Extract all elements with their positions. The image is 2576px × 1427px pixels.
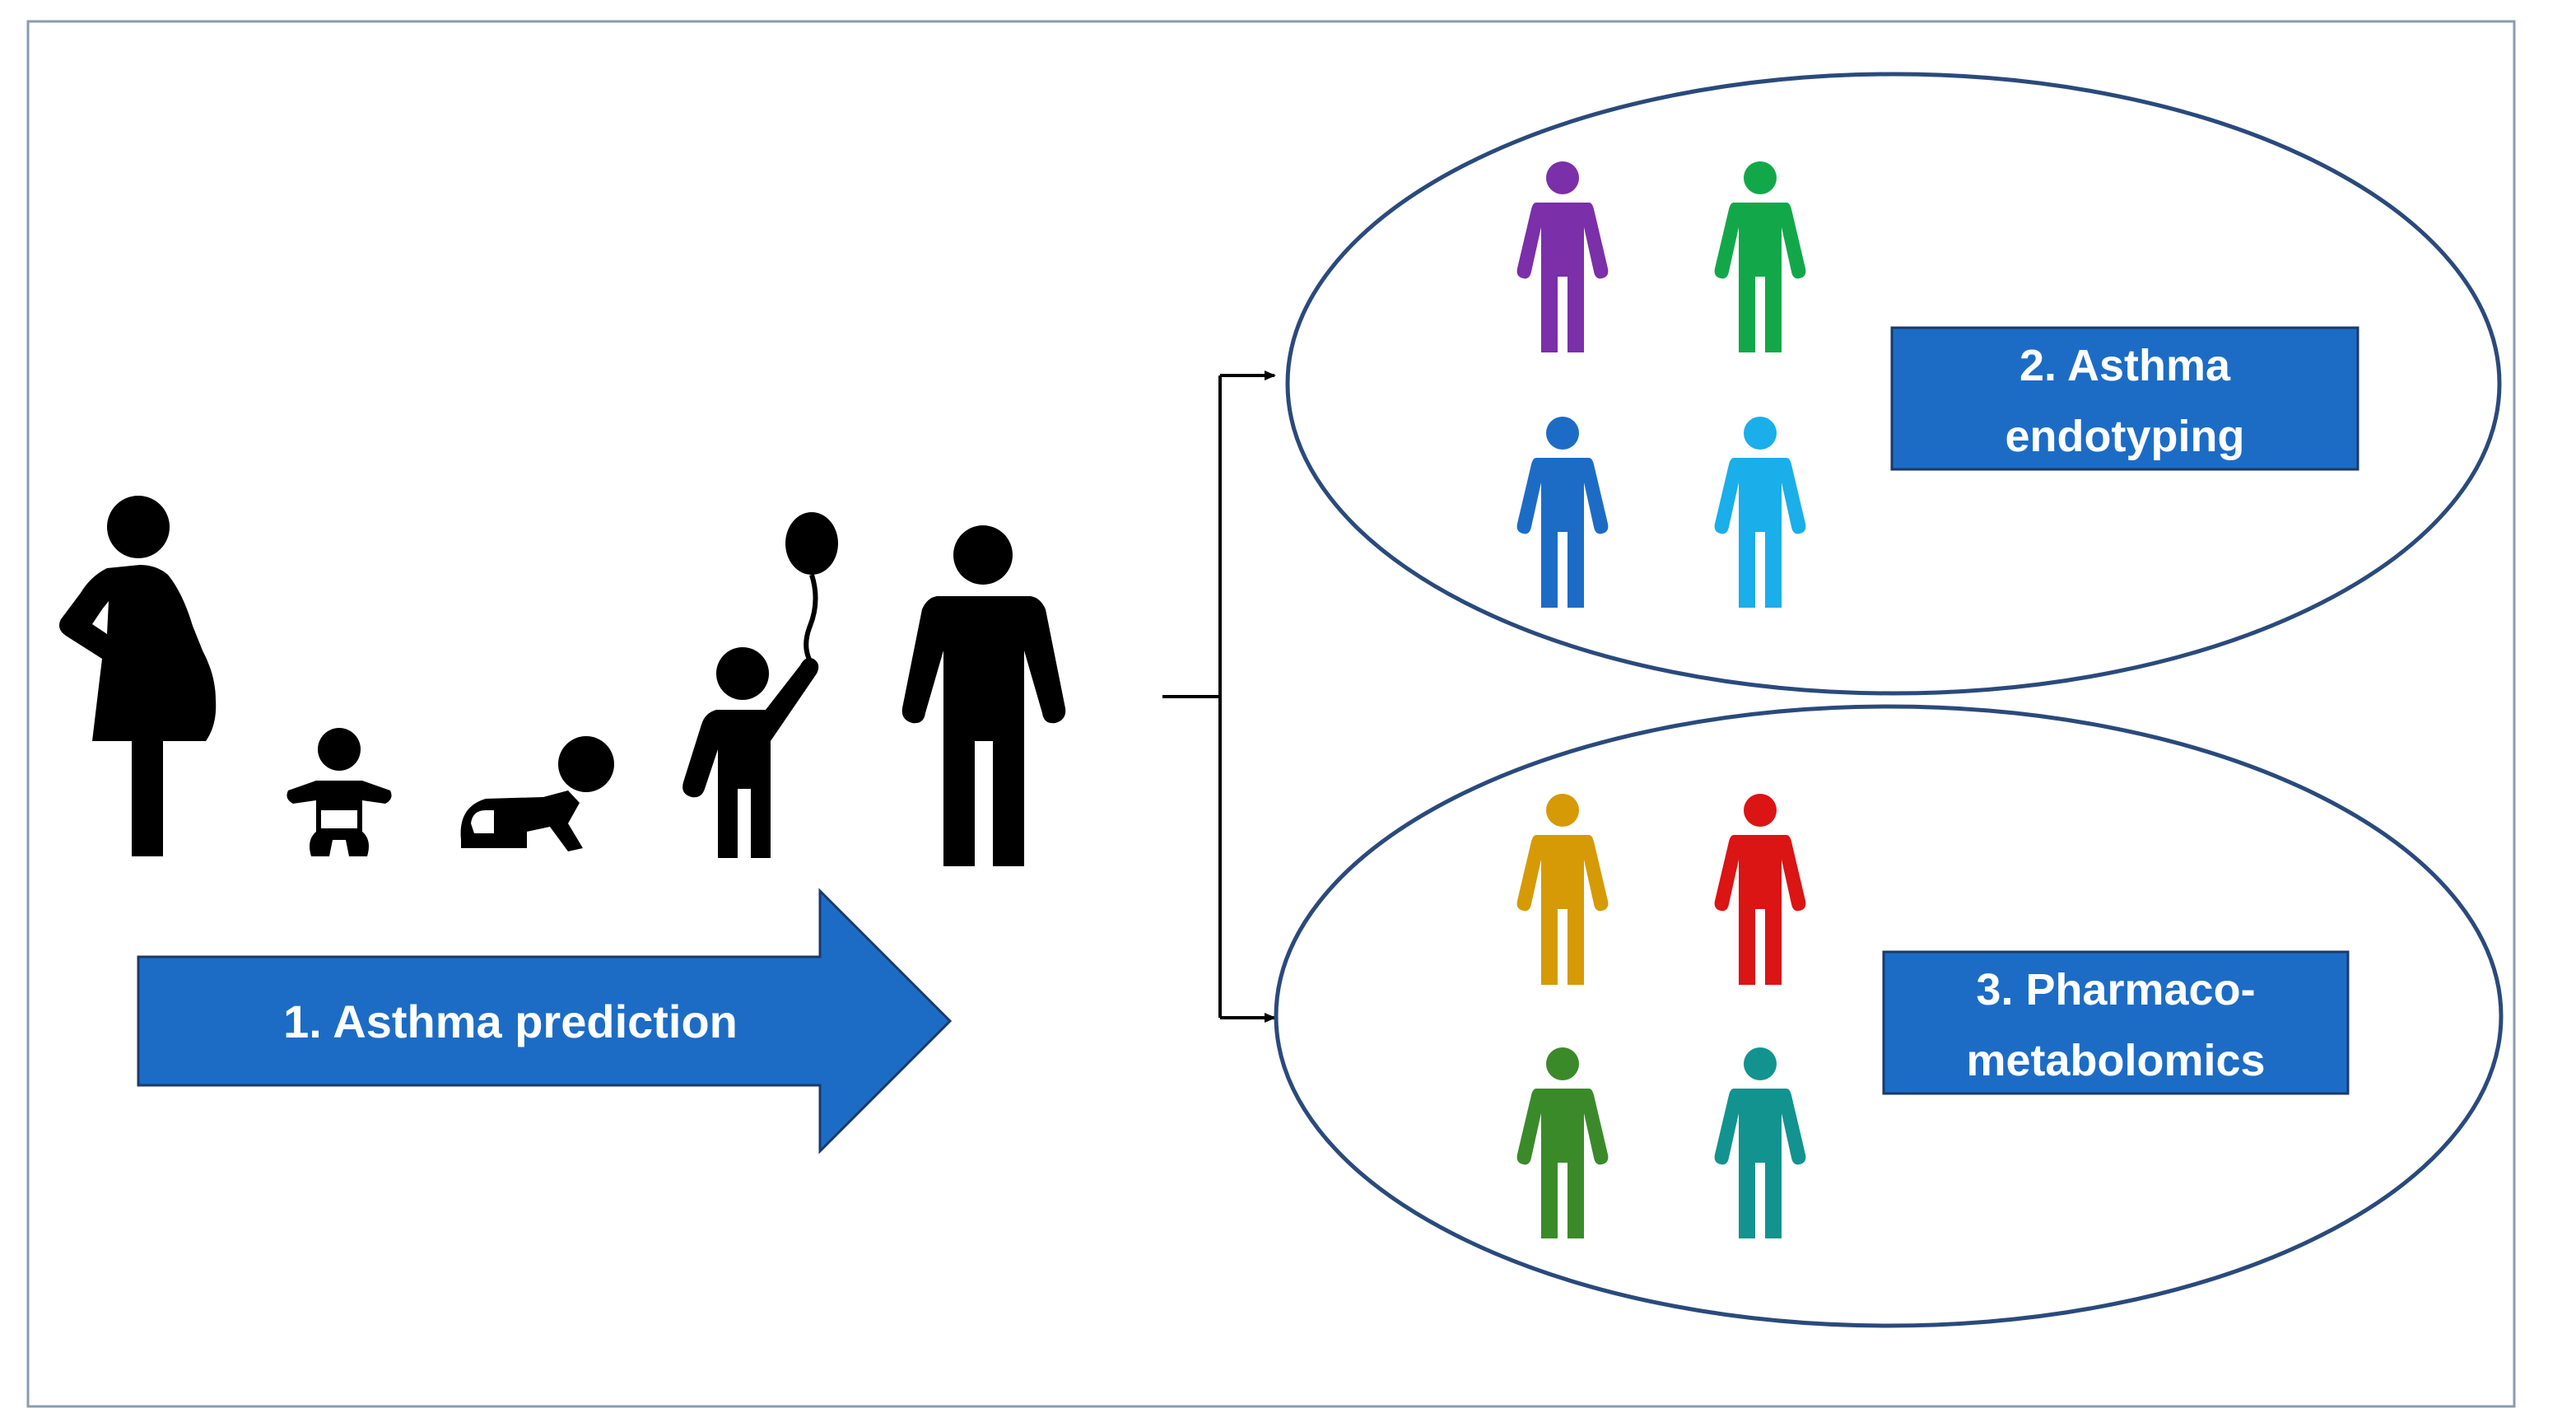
baby-icon: [286, 728, 392, 856]
step1-arrow: [137, 888, 953, 1154]
step1-label: 1. Asthma prediction: [283, 996, 738, 1047]
step3-label-line1: 3. Pharmaco-: [1976, 965, 2255, 1014]
adult-icon: [901, 525, 1066, 866]
crawling-infant-icon: [460, 736, 614, 851]
step2-label-line2: endotyping: [2005, 412, 2245, 461]
branch-connector: [1162, 371, 1276, 1023]
pregnant-woman-icon: [59, 496, 217, 856]
step2-label-line1: 2. Asthma: [2019, 341, 2231, 390]
step3-label-line2: metabolomics: [1966, 1036, 2265, 1085]
child-with-balloon-icon: [682, 512, 838, 858]
step3-box: [1882, 950, 2350, 1095]
step2-box: [1890, 326, 2359, 471]
